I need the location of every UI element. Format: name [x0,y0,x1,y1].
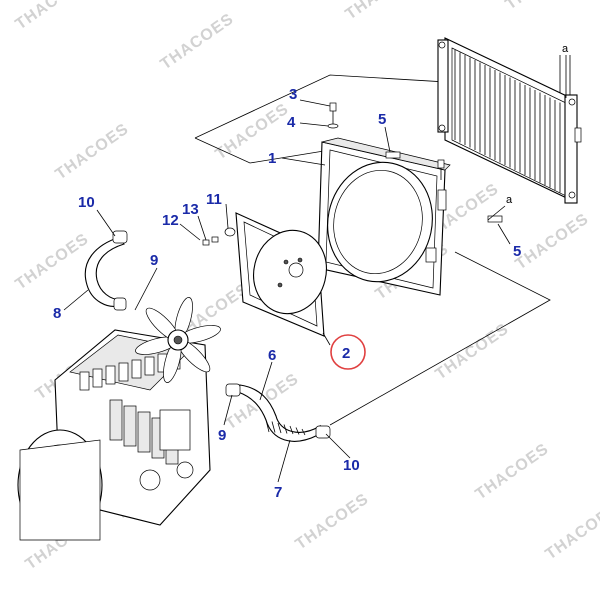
fan-shroud-part-1 [317,137,503,296]
lower-hose-parts-6-7 [225,383,331,442]
callout-5-top: 5 [378,111,386,128]
reference-letter-a-mid: a [506,194,513,206]
reference-letters: a a [506,43,569,206]
callout-2: 2 [342,345,350,362]
watermark-text: THACOES [213,100,293,163]
watermark-text: THACOES [503,0,583,13]
callout-labels: 1 2 3 4 5 5 6 7 8 9 9 10 10 11 12 13 [53,86,521,501]
watermark-text: THACOES [53,120,133,183]
leader-lines [63,55,567,483]
callout-13: 13 [182,201,199,218]
watermark-text: THACOES [13,0,93,33]
watermark-text: THACOES [343,0,423,23]
callout-7: 7 [274,484,282,501]
watermark-text: THACOES [473,440,553,503]
watermark-text: THACOES [13,230,93,293]
radiator [437,37,582,204]
reference-letter-a-top: a [562,43,569,55]
watermark-text: THACOES [293,490,373,553]
callout-11: 11 [206,191,222,208]
watermark-text: THACOES [513,210,593,273]
watermark-text: THACOES [543,500,600,563]
callout-10-upper: 10 [78,194,95,211]
callout-9-upper: 9 [150,252,158,269]
engine-block [17,329,211,541]
callout-1: 1 [268,150,276,167]
callout-6: 6 [268,347,276,364]
callout-12: 12 [162,212,179,229]
callout-9-lower: 9 [218,427,226,444]
fan-spacer-plate-part-2 [235,212,327,337]
watermark-text: THACOES [433,320,513,383]
callout-3: 3 [289,86,297,103]
watermark-text: THACOES [158,10,238,73]
highlight-ring-part-2 [330,334,366,370]
bolt-parts-11-12-13 [202,227,236,246]
callout-10-lower: 10 [343,457,360,474]
callout-4: 4 [287,114,296,131]
callout-8: 8 [53,305,61,322]
engine-fan [135,297,221,383]
callout-5-right: 5 [513,243,521,260]
upper-hose-part-8 [84,230,128,311]
